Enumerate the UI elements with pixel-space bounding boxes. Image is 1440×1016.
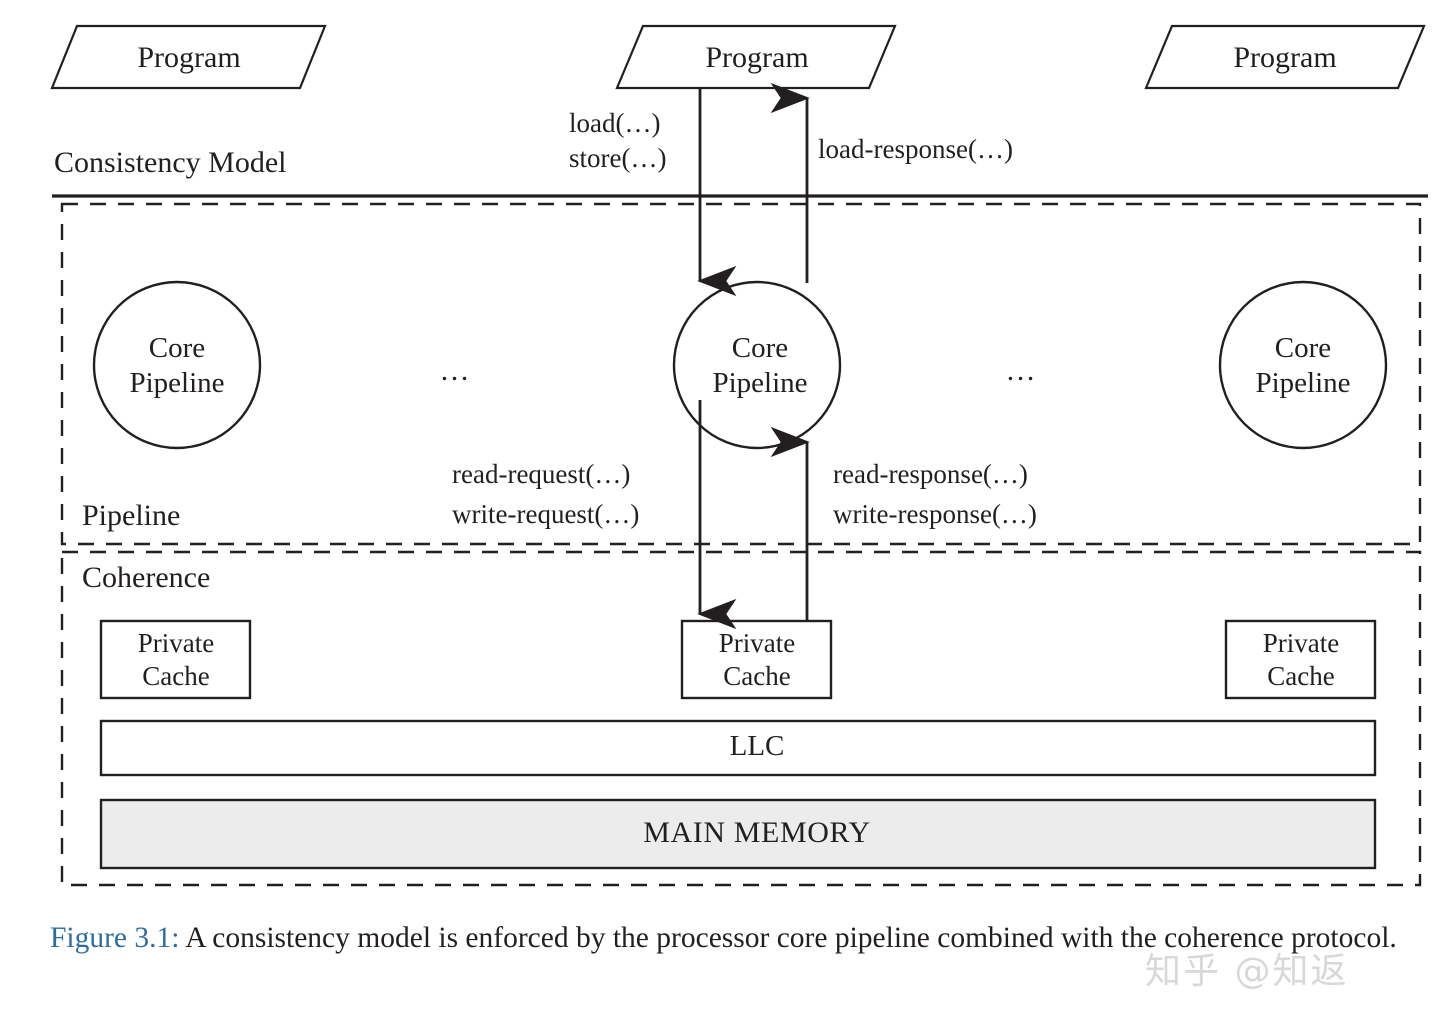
- core-ellipsis-left: …: [439, 354, 473, 387]
- message-store: store(…): [569, 143, 667, 173]
- figure-caption-number: Figure 3.1:: [50, 922, 180, 954]
- figure-caption-text: A consistency model is enforced by the p…: [179, 922, 1397, 954]
- core-pipeline-label-left-line2: Pipeline: [129, 367, 225, 400]
- message-write-response: write-response(…): [833, 499, 1037, 529]
- coherence-region-label: Coherence: [82, 561, 211, 594]
- core-pipeline-label-left: Core Pipeline: [129, 331, 224, 402]
- watermark: 知乎 @知返: [1145, 951, 1349, 992]
- core-pipeline-label-center-line1: Core: [731, 332, 789, 364]
- core-pipeline-label-center: Core Pipeline: [712, 331, 807, 402]
- private-cache-label-center-line2: Cache: [723, 660, 791, 691]
- private-cache-label-left-line2: Cache: [142, 660, 210, 691]
- core-ellipsis-right: …: [1005, 354, 1039, 387]
- core-pipeline-label-right-line2: Pipeline: [1255, 367, 1351, 400]
- program-label-right: Program: [1233, 41, 1337, 74]
- private-cache-label-right-line2: Cache: [1267, 660, 1335, 691]
- core-pipeline-label-right-line1: Core: [1274, 332, 1332, 364]
- core-pipeline-label-left-line1: Core: [148, 332, 206, 364]
- message-read-response: read-response(…): [833, 459, 1028, 489]
- pipeline-region-label: Pipeline: [82, 499, 181, 532]
- main-memory-label: MAIN MEMORY: [643, 816, 871, 849]
- private-cache-label-center: Private Cache: [719, 627, 795, 693]
- private-cache-label-right: Private Cache: [1263, 627, 1339, 693]
- consistency-model-label: Consistency Model: [54, 146, 287, 179]
- private-cache-label-left: Private Cache: [138, 627, 214, 693]
- llc-label: LLC: [729, 730, 785, 762]
- core-pipeline-label-right: Core Pipeline: [1255, 331, 1350, 402]
- private-cache-label-center-line1: Private: [718, 628, 796, 658]
- private-cache-label-right-line1: Private: [1262, 628, 1340, 658]
- message-load: load(…): [569, 108, 661, 138]
- figure-caption: Figure 3.1: A consistency model is enfor…: [50, 916, 1425, 960]
- private-cache-label-left-line1: Private: [137, 628, 215, 658]
- program-label-left: Program: [137, 41, 241, 74]
- core-pipeline-label-center-line2: Pipeline: [712, 367, 808, 400]
- message-write-request: write-request(…): [452, 499, 640, 529]
- message-read-request: read-request(…): [452, 459, 631, 489]
- message-load-response: load-response(…): [818, 134, 1013, 164]
- program-label-center: Program: [705, 41, 809, 74]
